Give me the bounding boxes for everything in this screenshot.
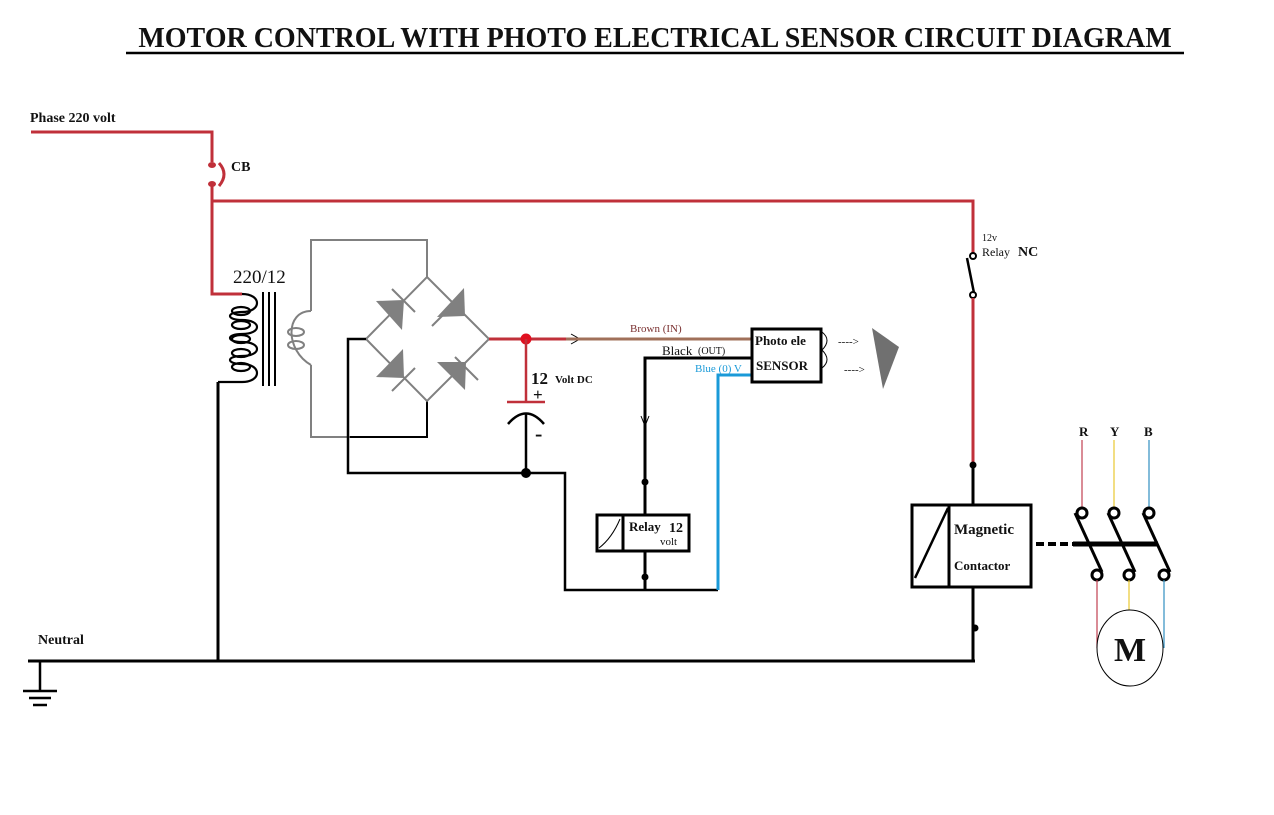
circuit-breaker-symbol (208, 161, 226, 187)
contactor-bottom-node (971, 624, 979, 632)
secondary-top-wire (310, 239, 428, 311)
contactor-line2: Contactor (954, 558, 1011, 573)
capacitor-minus-sign: - (535, 421, 542, 446)
brown-wire-label: Brown (IN) (630, 323, 682, 335)
photo-sensor-box (750, 327, 823, 384)
black-wire-label: Black (662, 343, 693, 358)
sensor-lens-icon (821, 331, 828, 369)
dc-voltage-unit: Volt DC (555, 374, 593, 386)
bridge-bottom-wire (350, 401, 428, 438)
transformer-ratio-label: 220/12 (233, 267, 286, 288)
reflector-icon (872, 328, 899, 389)
sensor-beam-arrow-1: ----> (838, 336, 859, 348)
phase-to-relay-wire (212, 199, 975, 257)
capacitor-plus-sign: + (533, 385, 543, 404)
relay-coil-icon (598, 518, 621, 549)
relay-coil-bottom-node (641, 573, 649, 581)
relay-nc-contact-icon (965, 252, 977, 299)
phase-y-label: Y (1110, 424, 1120, 439)
black-wire-arrow-icon (640, 415, 650, 428)
blue-wire (716, 373, 752, 590)
transformer-core-icon (262, 292, 276, 386)
dc-negative-wire (346, 337, 718, 592)
transformer-secondary-coil-icon (287, 310, 312, 366)
phase-to-transformer-wire (210, 186, 242, 296)
phase-label: Phase 220 volt (30, 111, 116, 126)
relay-coil-number: 12 (669, 521, 683, 536)
photo-sensor-line1: Photo ele (755, 333, 806, 348)
phase-r-label: R (1079, 424, 1089, 439)
relay-coil-top-node (641, 478, 649, 486)
contactor-coil-icon (913, 507, 950, 579)
diagram-title: MOTOR CONTROL WITH PHOTO ELECTRICAL SENS… (138, 23, 1171, 54)
bridge-rectifier-icon (364, 275, 491, 403)
motor-label: M (1114, 632, 1146, 669)
secondary-bottom-wire (310, 365, 350, 438)
relay-coil-label: Relay (629, 519, 661, 534)
transformer-primary-coil-icon (218, 292, 259, 384)
photo-sensor-line2: SENSOR (756, 358, 809, 373)
ground-node (521, 468, 531, 478)
ground-icon (23, 661, 57, 707)
neutral-label: Neutral (38, 633, 84, 648)
relay-coil-unit: volt (660, 536, 677, 548)
phase-wire (31, 130, 214, 162)
black-wire-out-label: (OUT) (698, 346, 725, 357)
relay-nc-label: Relay (982, 245, 1010, 259)
phase-b-label: B (1144, 424, 1153, 439)
contactor-main-contacts-icon (1073, 506, 1172, 582)
capacitor-negative-plate (507, 412, 545, 425)
black-wire (643, 356, 752, 515)
relay-nc-voltage: 12v (982, 233, 997, 244)
cb-label: CB (231, 160, 250, 175)
sensor-beam-arrow-2: ----> (844, 364, 865, 376)
motor-symbol (1096, 609, 1164, 687)
contactor-line1: Magnetic (954, 522, 1014, 538)
dc-voltage-number: 12 (531, 369, 548, 388)
relay-nc-type: NC (1018, 245, 1038, 260)
blue-wire-label: Blue (0) V (695, 363, 742, 375)
